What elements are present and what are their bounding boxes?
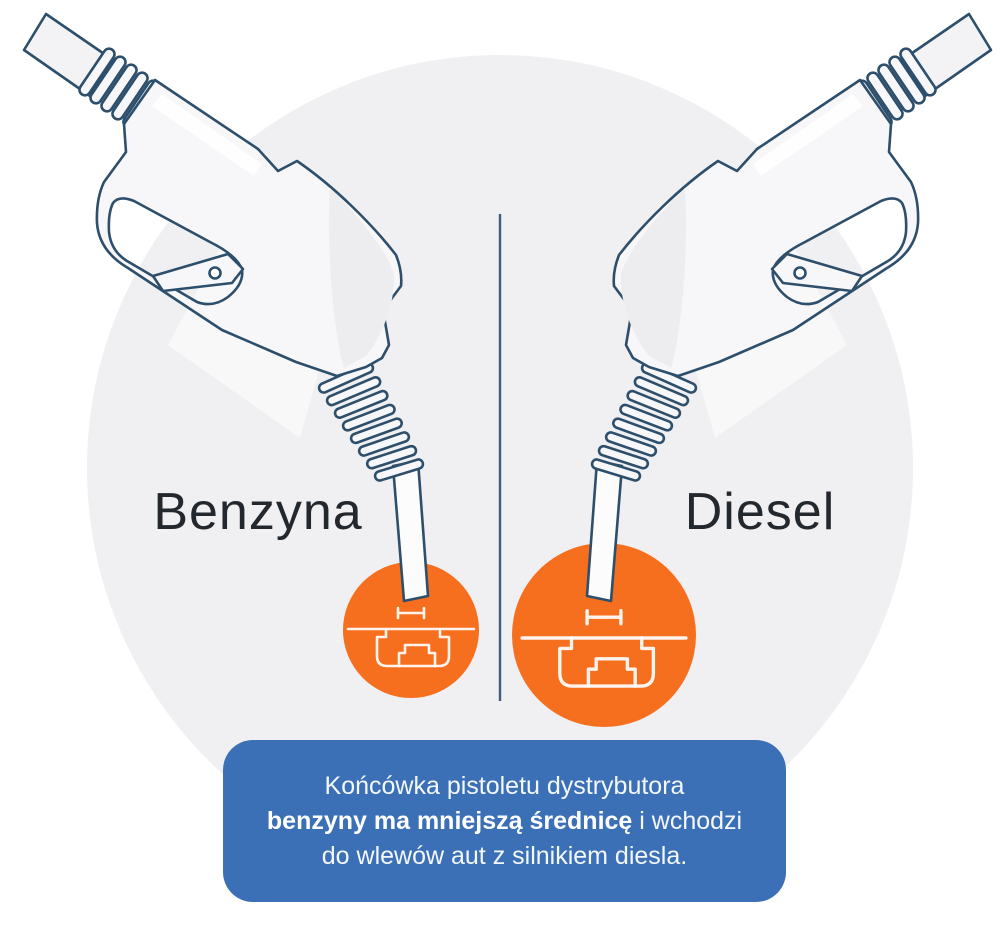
info-line-1: Końcówka pistoletu dystrybutora <box>324 771 685 800</box>
info-box: Końcówka pistoletu dystrybutora benzyny … <box>223 740 786 902</box>
info-line-2-bold: benzyny ma mniejszą średnicę <box>266 806 633 835</box>
info-line-3: do wlewów aut z silnikiem diesla. <box>321 841 688 870</box>
label-benzyna-text: Benzyna <box>153 483 363 541</box>
info-box-text: Końcówka pistoletu dystrybutora benzyny … <box>267 769 742 874</box>
label-diesel-text: Diesel <box>684 483 836 541</box>
benzyna-filler-badge <box>343 562 479 698</box>
diesel-filler-badge <box>512 543 696 727</box>
info-line-2-rest: i wchodzi <box>632 806 743 835</box>
label-benzyna: Benzyna <box>108 482 408 542</box>
label-diesel: Diesel <box>610 482 910 542</box>
